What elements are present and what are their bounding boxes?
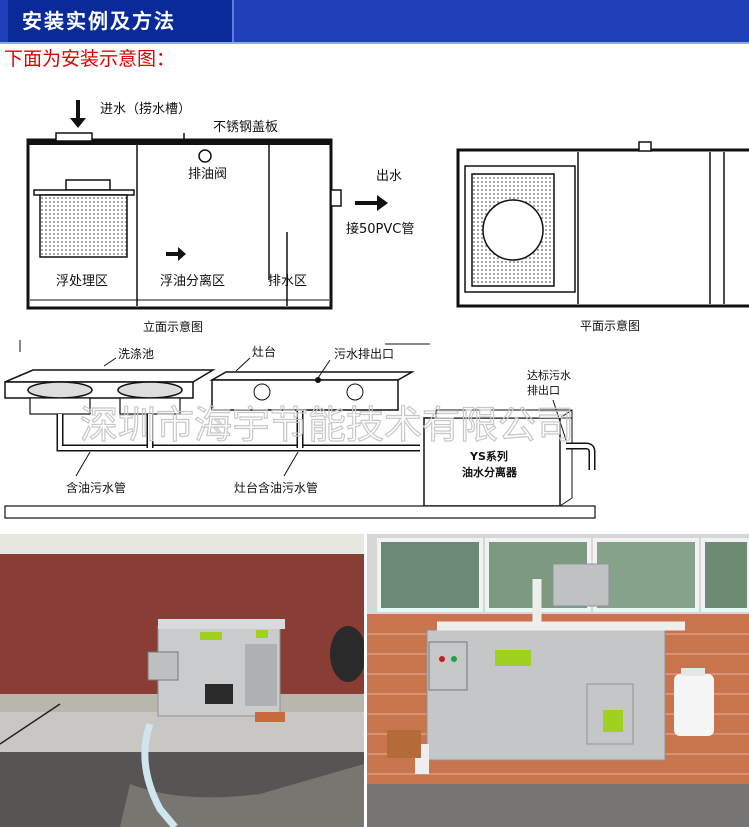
section-header: 安装实例及方法 (0, 0, 749, 44)
standard-outlet-label-2: 排出口 (527, 383, 560, 397)
burner-icon (253, 383, 364, 401)
sewage-outlet-label: 污水排出口 (334, 347, 394, 361)
inlet-label: 进水（捞水槽） (100, 101, 191, 117)
flow-arrow-icon (166, 247, 186, 261)
oily-pipe-label: 含油污水管 (66, 480, 126, 495)
intro-text: 下面为安装示意图： (4, 48, 176, 70)
tank-top-edge (28, 140, 331, 145)
outlet-nozzle (330, 189, 342, 207)
plan-outline (456, 148, 749, 308)
kitchen-diagram: 洗涤池 灶台 污水排出口 达标污水 排出口 YS系列 油水分离器 含油污水管 灶… (4, 340, 596, 519)
section-title: 安装实例及方法 (8, 0, 234, 42)
cover-label: 不锈钢盖板 (213, 120, 278, 135)
installation-diagram: 进水（捞水槽） 不锈钢盖板 排油阀 出水 接50PVC管 浮处理区 浮油分离区 … (4, 100, 749, 519)
plan-diagram: 平面示意图 (456, 141, 749, 333)
inlet-arrow-icon (70, 100, 86, 128)
standard-outlet-label-1: 达标污水 (527, 368, 571, 382)
standard-outlet-pipe (566, 442, 596, 470)
stove-label: 灶台 (252, 344, 276, 359)
sink-basin-1 (27, 381, 93, 399)
separator-label-1: YS系列 (469, 449, 508, 463)
stove-top (209, 371, 415, 381)
sewage-outlet-icon (315, 377, 321, 383)
sink-counter (4, 369, 216, 383)
plan-circle (482, 199, 544, 261)
elevation-diagram: 进水（捞水槽） 不锈钢盖板 排油阀 出水 接50PVC管 浮处理区 浮油分离区 … (26, 100, 414, 334)
filter-basket-lid (65, 179, 111, 191)
separator-box (423, 417, 561, 507)
inlet-slot (55, 132, 93, 142)
company-watermark: 深圳市海宇节能技术有限公司 (80, 403, 574, 447)
elevation-caption: 立面示意图 (143, 319, 203, 334)
sink-label: 洗涤池 (118, 347, 154, 361)
pipe-label: 接50PVC管 (346, 221, 414, 237)
installation-photo-right (367, 534, 749, 827)
separator-label-2: 油水分离器 (462, 465, 518, 479)
sink-basin-2 (117, 381, 183, 399)
floor (4, 505, 596, 519)
zone3-label: 排水区 (268, 274, 307, 289)
outlet-arrow-icon (355, 195, 388, 211)
installation-photo-left (0, 534, 364, 827)
plan-caption: 平面示意图 (580, 318, 640, 333)
zone1-label: 浮处理区 (56, 274, 108, 289)
drain-valve-label: 排油阀 (188, 167, 227, 182)
stove-pipe-label: 灶台含油污水管 (234, 480, 318, 495)
drain-valve-icon (198, 149, 212, 163)
zone2-label: 浮油分离区 (160, 273, 225, 289)
filter-basket (39, 194, 128, 258)
outlet-label: 出水 (376, 169, 402, 184)
